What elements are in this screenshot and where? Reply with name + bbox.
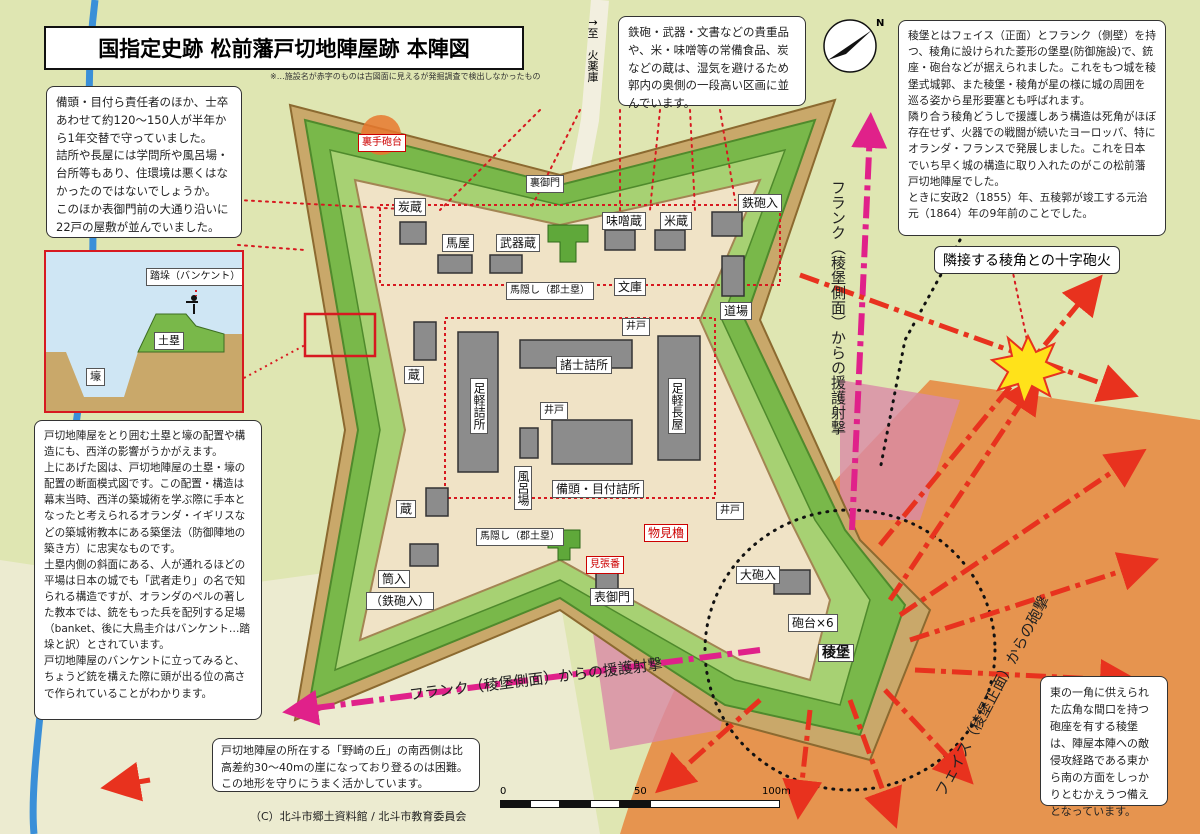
label-sumikura: 炭蔵 [394,198,427,216]
garrison-p2: 詰所や長屋には学問所や風呂場・台所等もあり、住環境は悪くはなかったのではないでし… [56,148,229,199]
credit: （C）北斗市郷土資料館 / 北斗市教育委員会 [250,810,467,823]
label-shoshi-tsumesho: 諸士詰所 [556,356,613,374]
bastion-p3: ときに安政2（1855）年、五稜郭が竣工する元治元（1864）年の9年前のことで… [908,190,1148,221]
label-misogura: 味噌蔵 [602,212,647,230]
legend-note: ※…施設名が赤字のものは古図面に見えるが発掘調査で検出しなかったもの [270,72,541,81]
label-bunko: 文庫 [614,278,647,296]
label-umaya: 馬屋 [442,234,475,252]
crossfire-label: 隣接する稜角との十字砲火 [934,246,1120,274]
scale-seg-6 [650,800,780,808]
scale-seg-5 [620,800,650,808]
label-umakakushi-2: 馬隠し（郡土塁） [476,528,564,546]
label-furoba: 風呂場 [514,466,532,510]
label-ura-gomon: 裏御門 [526,175,564,193]
info-box-cliff: 戸切地陣屋の所在する「野崎の丘」の南西側は比高差約30～40mの崖になっており登… [212,738,480,792]
label-bukigura: 武器蔵 [496,234,541,252]
earthworks-p2: 上にあげた図は、戸切地陣屋の土塁・壕の配置の断面模式図です。この配置・構造は幕末… [44,462,246,555]
earthworks-p3: 土塁内側の斜面にある、人が通れるほどの平場は日本の城でも「武者走り」の名で知られ… [44,558,251,652]
scale-tick-0: 0 [500,786,507,797]
label-umakakushi-1: 馬隠し（郡土塁） [506,282,594,300]
label-komegura: 米蔵 [660,212,693,230]
label-kura-1: 蔵 [404,366,425,384]
label-urate-hodai: 裏手砲台 [358,134,406,152]
page-title: 国指定史跡 松前藩戸切地陣屋跡 本陣図 [44,26,524,70]
label-omote-gomon: 表御門 [590,588,635,606]
scale-tick-100: 100m [762,786,791,797]
label-mihari-ban: 見張番 [586,556,624,574]
scale-tick-50: 50 [634,786,647,797]
bastion-p1: 稜堡とはフェイス（正面）とフランク（側壁）を持つ、稜角に設けられた菱形の堡塁(防… [908,29,1157,107]
label-dojo: 道場 [720,302,753,320]
scale-seg-3 [560,800,590,808]
label-teppoiri-2: （鉄砲入） [366,592,435,610]
info-box-earthworks: 戸切地陣屋をとり囲む土塁と壕の配置や構造にも、西洋の影響がうかがえます。 上にあ… [34,420,262,720]
bastion-p2: 隣り合う稜角どうしで援護しあう構造は死角がほぼ存在せず、火器での戦闘が続いたヨー… [908,109,1157,188]
compass-n-label: N [876,18,885,29]
info-box-bastion: 稜堡とはフェイス（正面）とフランク（側壁）を持つ、稜角に設けられた菱形の堡塁(防… [898,20,1166,236]
flank-vertical-caption: フランク（稜堡側面）からの援護射撃 [829,180,847,435]
scale-seg-1 [500,800,530,808]
earthworks-p4: 戸切地陣屋のバンケントに立ってみると、ちょうど銃を構えた際に頭が出る位の高さで作… [44,655,246,700]
label-ashigaru-tsumesho: 足軽詰所 [470,378,488,434]
label-ashigaru-nagaya: 足軽長屋 [668,378,686,434]
info-box-garrison: 備頭・目付ら責任者のほか、士卒あわせて約120～150人が半年から1年交替で守っ… [46,86,242,238]
inset-banquette-label: 踏垛（バンケント） [146,268,242,286]
label-monomi: 物見櫓 [644,524,689,542]
label-ido-1: 井戸 [622,318,650,336]
label-tsutsuiri: 筒入 [378,570,411,588]
direction-to-powder-magazine: ↑至 火薬庫 [586,18,599,83]
garrison-p1: 備頭・目付ら責任者のほか、士卒あわせて約120～150人が半年から1年交替で守っ… [56,95,229,145]
label-teppoiri-1: 鉄砲入 [738,194,783,212]
garrison-p3: このほか表御門前の大通り沿いに22戸の屋敷が並んでいました。 [56,201,229,234]
inset-ho-label: 壕 [86,368,105,386]
label-ido-3: 井戸 [716,502,744,520]
earthworks-p1: 戸切地陣屋をとり囲む土塁と壕の配置や構造にも、西洋の影響がうかがえます。 [44,430,246,459]
label-ido-2: 井戸 [540,402,568,420]
inset-dohei-label: 土塁 [154,332,184,350]
label-ryouho: 稜堡 [818,644,854,662]
scale-seg-2 [530,800,560,808]
rampart-cross-section-inset: 踏垛（バンケント） 土塁 壕 [44,250,244,413]
scale-bar: 0 50 100m [500,786,791,810]
label-hodai-6: 砲台×6 [788,614,838,632]
info-box-east-bastion: 東の一角に供えられた広角な間口を持つ砲座を有する稜堡は、陣屋本陣への敵侵攻経路で… [1040,676,1168,818]
label-kura-2: 蔵 [396,500,417,518]
scale-seg-4 [590,800,620,808]
label-ohodai-iri: 大砲入 [736,566,781,584]
label-bantou-tsumesho: 備頭・目付詰所 [552,480,645,498]
info-box-storehouses: 鉄砲・武器・文書などの貴重品や、米・味噌等の常備食品、炭などの蔵は、湿気を避ける… [618,16,806,110]
